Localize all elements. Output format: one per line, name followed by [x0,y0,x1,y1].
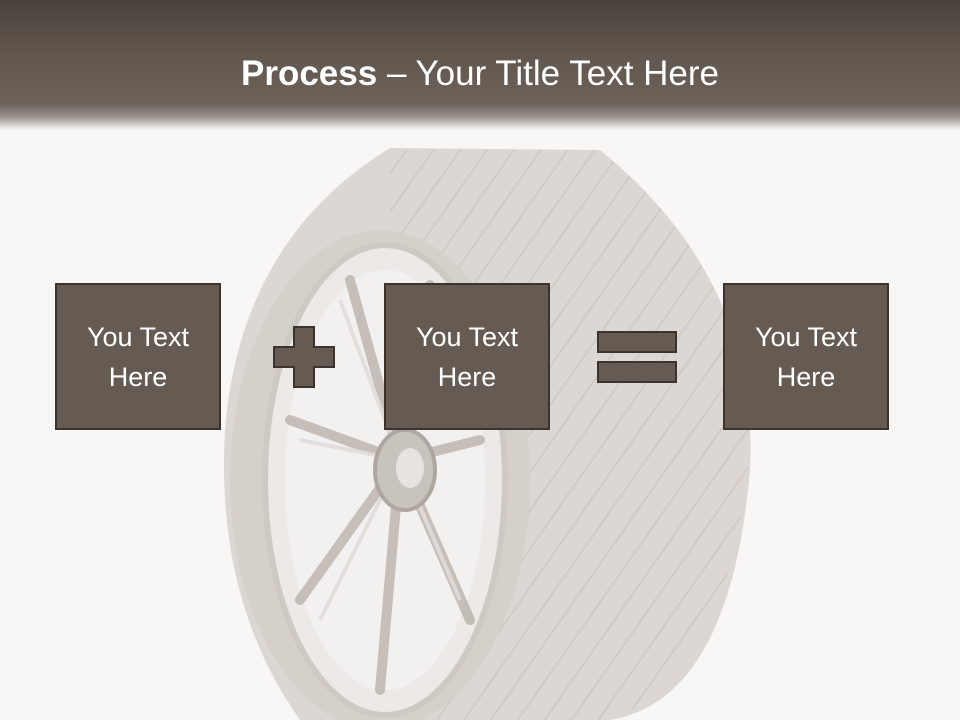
title-rest: – Your Title Text Here [377,54,719,93]
plus-icon [273,326,335,388]
text-box-2-label: You Text Here [415,321,519,392]
text-box-3: You Text Here [723,283,889,430]
text-box-3-label: You Text Here [754,321,858,392]
equals-icon [597,331,677,383]
text-box-2: You Text Here [384,283,550,430]
title-bar [0,0,960,130]
page-title: Process – Your Title Text Here [0,52,960,96]
text-box-1-label: You Text Here [86,321,190,392]
text-box-1: You Text Here [55,283,221,430]
title-bold: Process [241,54,378,93]
